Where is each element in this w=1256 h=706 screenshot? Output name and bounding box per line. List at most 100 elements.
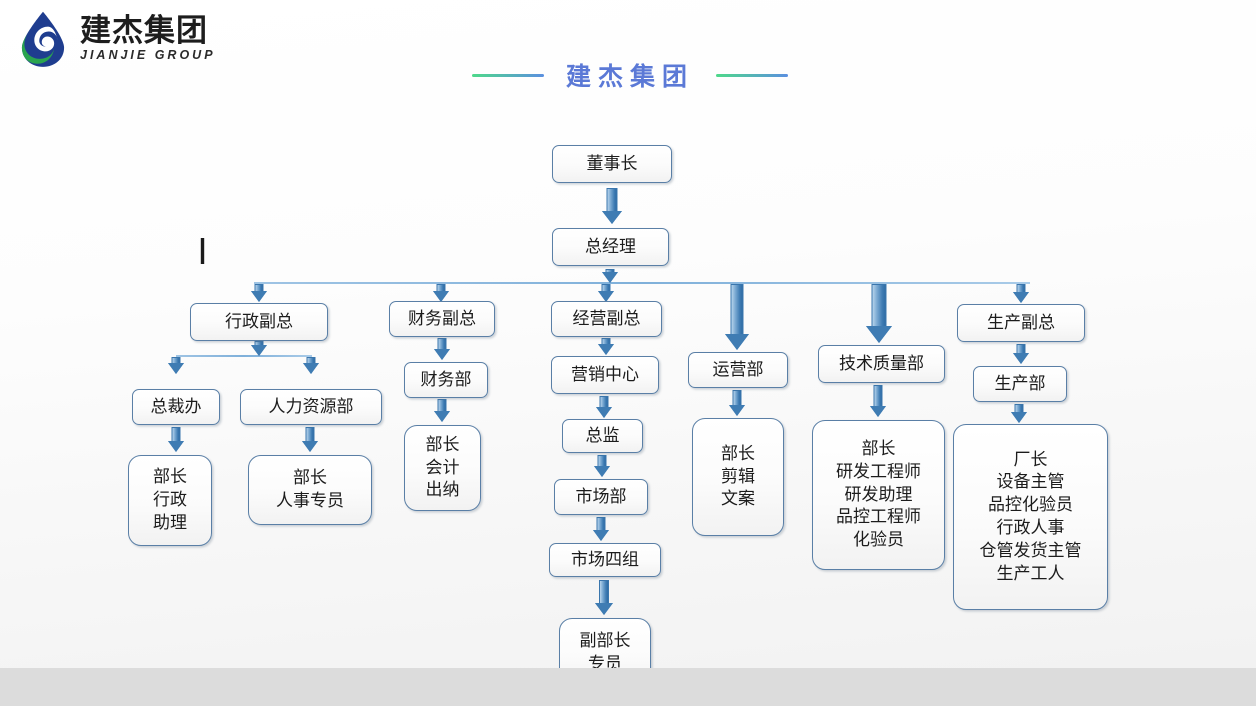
water-drop-logo-icon [12, 8, 74, 70]
node-line: 财务部 [420, 369, 472, 390]
node-line: 研发工程师 [836, 461, 921, 482]
node-operations-staff[interactable]: 部长 剪辑 文案 [692, 418, 784, 536]
node-line: 生产副总 [987, 312, 1055, 333]
node-admin-vp[interactable]: 行政副总 [190, 303, 328, 341]
arrow-head [251, 291, 267, 302]
connector-main-bus [254, 282, 1030, 284]
node-market-dept[interactable]: 市场部 [554, 479, 648, 515]
arrow-head [594, 466, 610, 477]
node-line: 部长 [721, 443, 755, 464]
arrow-production-dept-to-staff [1011, 404, 1028, 423]
arrow-head [593, 530, 609, 541]
node-line: 行政人事 [996, 518, 1065, 538]
node-line: 市场四组 [571, 549, 639, 570]
node-line: 会计 [425, 457, 460, 478]
node-tech-quality-dept[interactable]: 技术质量部 [818, 345, 945, 383]
node-operations-dept[interactable]: 运营部 [688, 352, 788, 388]
arrow-head [729, 405, 745, 416]
arrow-head [168, 363, 184, 374]
arrow-hr-dept-to-staff [302, 427, 319, 452]
node-chairman[interactable]: 董事长 [552, 145, 672, 183]
node-line: 部长 [293, 468, 327, 489]
node-finance-staff[interactable]: 部长 会计 出纳 [404, 425, 481, 511]
arrow-bus-to-finance-vp [433, 284, 450, 302]
node-line: 人事专员 [276, 491, 344, 511]
node-tech-quality-staff[interactable]: 部长 研发工程师 研发助理 品控工程师 化验员 [812, 420, 945, 570]
arrow-stem [732, 390, 742, 406]
arrow-finance-dept-to-staff [434, 399, 451, 422]
node-finance-vp[interactable]: 财务副总 [389, 301, 495, 337]
node-line: 部长 [861, 439, 896, 460]
arrow-group4-to-market-staff [595, 580, 614, 615]
node-line: 剪辑 [721, 466, 755, 487]
arrow-director-to-market-dept [594, 455, 611, 477]
node-line: 助理 [153, 512, 187, 533]
page-title: 建杰集团 [565, 62, 694, 91]
node-marketing-center[interactable]: 营销中心 [551, 356, 659, 394]
arrow-bus-to-tech-quality-dept [866, 284, 893, 343]
node-finance-dept[interactable]: 财务部 [404, 362, 488, 398]
arrow-stem [596, 517, 606, 531]
node-line: 部长 [425, 434, 460, 455]
arrow-bus-to-production-vp [1013, 284, 1030, 303]
arrow-tech-dept-to-staff [870, 385, 887, 417]
arrow-head [168, 441, 184, 452]
title-rule-right [716, 73, 788, 77]
slide-canvas: 建杰集团 JIANJIE GROUP 建杰集团 董事长 总经理 行政副总 财务副… [0, 0, 1256, 688]
arrow-stem [871, 284, 887, 327]
arrow-head [303, 363, 319, 374]
arrow-center-to-director [596, 396, 613, 418]
node-line: 总监 [585, 425, 620, 446]
node-admin-staff[interactable]: 部长 行政 助理 [128, 455, 212, 546]
arrow-finance-vp-to-dept [434, 338, 451, 360]
node-line: 财务副总 [408, 308, 476, 329]
node-line: 文案 [721, 489, 755, 510]
node-director[interactable]: 总监 [562, 419, 643, 453]
arrow-bus-to-president-office [168, 357, 185, 374]
arrow-bus-to-business-vp [598, 284, 615, 302]
arrow-head [251, 345, 267, 356]
arrow-stem [873, 385, 883, 407]
node-line: 总裁办 [150, 396, 202, 417]
connector-admin-bus [176, 355, 312, 357]
arrow-bus-to-operations-dept [725, 284, 750, 350]
node-hr-dept[interactable]: 人力资源部 [240, 389, 382, 425]
node-production-dept[interactable]: 生产部 [973, 366, 1067, 402]
arrow-stem [305, 427, 315, 442]
node-general-manager[interactable]: 总经理 [552, 228, 669, 266]
node-production-staff[interactable]: 厂长 设备主管 品控化验员 行政人事 仓管发货主管 生产工人 [953, 424, 1108, 610]
logo-wordmark: 建杰集团 JIANJIE GROUP [80, 15, 216, 62]
arrow-head [595, 603, 613, 615]
node-line: 总经理 [585, 236, 636, 257]
node-line: 厂长 [1013, 449, 1048, 470]
node-line: 生产部 [994, 373, 1046, 394]
arrow-head [602, 272, 618, 283]
logo-chinese-name: 建杰集团 [80, 13, 208, 50]
slide-title-row: 建杰集团 [440, 58, 820, 92]
arrow-head [596, 407, 612, 418]
arrow-operations-dept-to-staff [729, 390, 746, 416]
company-logo: 建杰集团 JIANJIE GROUP [12, 8, 216, 70]
node-line: 行政副总 [225, 311, 293, 332]
logo-english-name: JIANJIE GROUP [80, 47, 216, 62]
arrow-head [866, 326, 892, 343]
arrow-gm-to-bus [602, 269, 619, 283]
node-market-group4[interactable]: 市场四组 [549, 543, 661, 577]
node-production-vp[interactable]: 生产副总 [957, 304, 1085, 342]
arrow-head [434, 349, 450, 360]
node-business-vp[interactable]: 经营副总 [551, 301, 662, 337]
node-president-office[interactable]: 总裁办 [132, 389, 220, 425]
node-line: 人力资源部 [268, 396, 354, 417]
node-line: 行政 [153, 490, 187, 511]
node-line: 营销中心 [571, 364, 639, 385]
arrow-head [725, 334, 749, 350]
node-line: 副部长 [579, 631, 631, 652]
node-line: 品控工程师 [836, 507, 921, 528]
text-caret [200, 238, 205, 264]
arrow-head [302, 441, 318, 452]
node-line: 研发助理 [844, 484, 913, 505]
node-line: 经营副总 [572, 308, 641, 329]
node-line: 市场部 [575, 486, 627, 507]
node-hr-staff[interactable]: 部长 人事专员 [248, 455, 372, 525]
arrow-head [1013, 292, 1029, 303]
